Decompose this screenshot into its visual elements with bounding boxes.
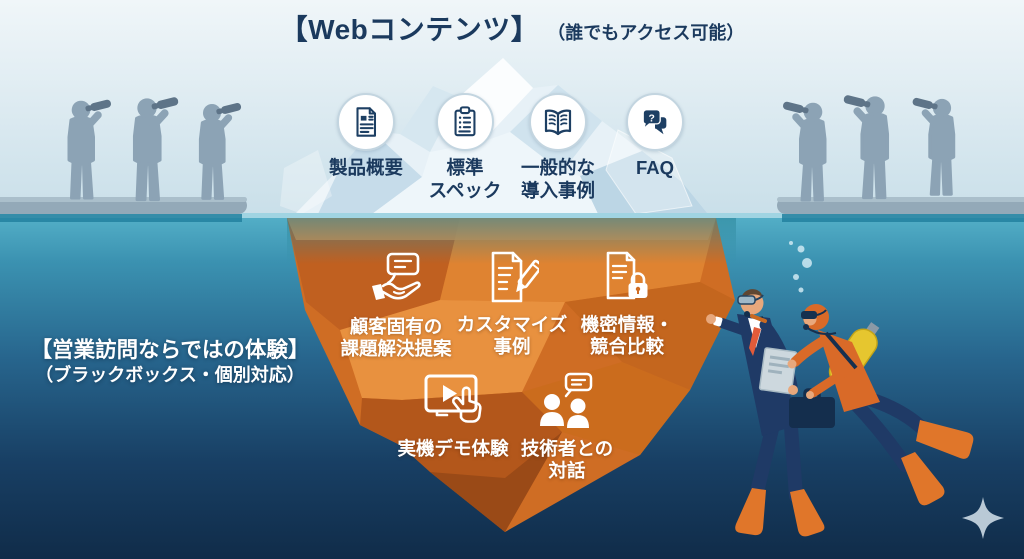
underwater-item-label: カスタマイズ 事例: [456, 314, 568, 357]
surface-item-label: 製品概要: [328, 157, 403, 178]
surface-item-label: FAQ: [635, 157, 675, 178]
underwater-item-label: 実機デモ体験: [397, 438, 509, 459]
header-subtitle: （誰でもアクセス可能）: [547, 23, 745, 43]
svg-text:?: ?: [649, 114, 655, 125]
people-dialogue-icon: [540, 372, 593, 428]
ice-shelf-left: [0, 197, 247, 222]
underwater-title: 【営業訪問ならではの体験】: [30, 338, 310, 362]
underwater-item-engineer-dialogue: 技術者との 対話: [477, 372, 657, 482]
sparkle-icon: [962, 497, 1004, 539]
iceberg-below-water: [287, 218, 736, 532]
faq-chat-icon: ?: [626, 93, 684, 151]
surface-item-label: 標準 スペック: [428, 157, 502, 201]
open-book-icon: [529, 93, 587, 151]
surface-item-case-studies: 一般的な 導入事例: [478, 93, 638, 202]
underwater-item-label: 顧客固有の 課題解決提案: [340, 316, 452, 359]
hand-speech-icon: [372, 252, 421, 300]
underwater-item-confidential: 機密情報・ 競合比較: [537, 250, 717, 358]
document-pencil-icon: [491, 251, 539, 303]
underwater-item-label: 技術者との 対話: [520, 438, 614, 481]
iceberg-above-water: [280, 58, 708, 215]
diver-businessman: [706, 289, 835, 537]
document-icon: [337, 93, 395, 151]
underwater-item-customization: カスタマイズ 事例: [422, 250, 602, 358]
bubbles: [789, 241, 812, 293]
underwater-item-label: 機密情報・ 競合比較: [580, 314, 674, 357]
underwater-subtitle: （ブラックボックス・個別対応）: [35, 364, 305, 385]
underwater-item-demo: 実機デモ体験: [363, 372, 543, 460]
document-lock-icon: [606, 251, 648, 300]
clipboard-icon: [436, 93, 494, 151]
underwater-section-label: 【営業訪問ならではの体験】 （ブラックボックス・個別対応）: [0, 337, 350, 387]
surface-item-faq: ? FAQ: [575, 93, 735, 180]
surface-item-label: 一般的な 導入事例: [520, 157, 595, 201]
diver-engineer: [787, 304, 974, 506]
demo-monitor-icon: [424, 374, 482, 423]
surface-item-standard-spec: 標準 スペック: [385, 93, 545, 202]
header: 【Webコンテンツ】 （誰でもアクセス可能）: [0, 8, 1024, 48]
header-title: 【Webコンテンツ】: [279, 14, 540, 45]
ice-shelf-right: [777, 197, 1024, 222]
underwater-item-customer-proposal: 顧客固有の 課題解決提案: [306, 252, 486, 360]
waterline: [0, 213, 1024, 218]
surface-item-product-overview: 製品概要: [286, 93, 446, 180]
